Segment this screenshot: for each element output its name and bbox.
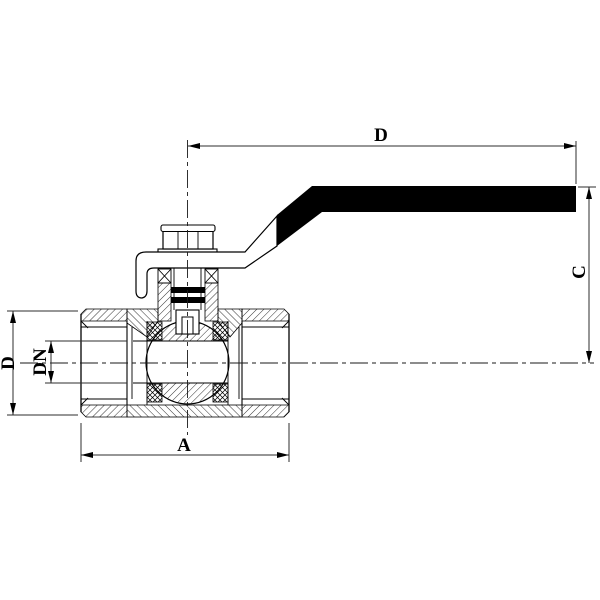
seat-ring xyxy=(212,383,229,403)
handle-bar xyxy=(135,214,278,299)
gland-nut-right xyxy=(204,268,219,322)
stem-gland xyxy=(157,254,219,322)
dim-label-dn: DN xyxy=(30,348,51,376)
arrowhead xyxy=(48,341,54,353)
dim-label-c: C xyxy=(569,265,590,279)
centerlines xyxy=(20,140,594,435)
arrowhead xyxy=(586,187,592,199)
left-socket-bottom-wall xyxy=(80,404,128,418)
dimension-d-top: D xyxy=(188,125,577,184)
nut-body xyxy=(162,230,214,250)
arrowhead xyxy=(586,351,592,363)
left-socket-top-wall xyxy=(80,308,128,322)
handle xyxy=(135,186,576,299)
arrowhead xyxy=(564,143,576,149)
arrowhead xyxy=(188,143,200,149)
right-socket-top-wall xyxy=(241,308,290,322)
arrowhead xyxy=(277,452,289,458)
handle-grip xyxy=(277,186,576,246)
arrowhead xyxy=(48,371,54,383)
right-socket-bottom-wall xyxy=(241,404,290,418)
seat-ring xyxy=(146,321,163,341)
dim-label-a: A xyxy=(177,435,191,456)
seat-ring xyxy=(146,383,163,403)
seat-rings xyxy=(146,321,229,403)
nut-cap xyxy=(160,224,216,233)
arrowhead xyxy=(10,403,16,415)
dimension-a-bottom: A xyxy=(80,423,290,462)
arrowhead xyxy=(10,311,16,323)
dimension-c-right: C xyxy=(569,186,596,363)
arrowhead xyxy=(81,452,93,458)
dim-label-d-top: D xyxy=(374,125,388,146)
gland-nut-left xyxy=(157,268,172,322)
dim-label-d-left: D xyxy=(0,356,19,370)
dimension-d-left: D xyxy=(0,310,78,416)
body-bottom-wall xyxy=(126,404,243,418)
dimension-dn: DN xyxy=(30,340,127,384)
packing-seal xyxy=(171,297,205,303)
seat-ring xyxy=(212,321,229,341)
packing-seal xyxy=(171,287,205,293)
